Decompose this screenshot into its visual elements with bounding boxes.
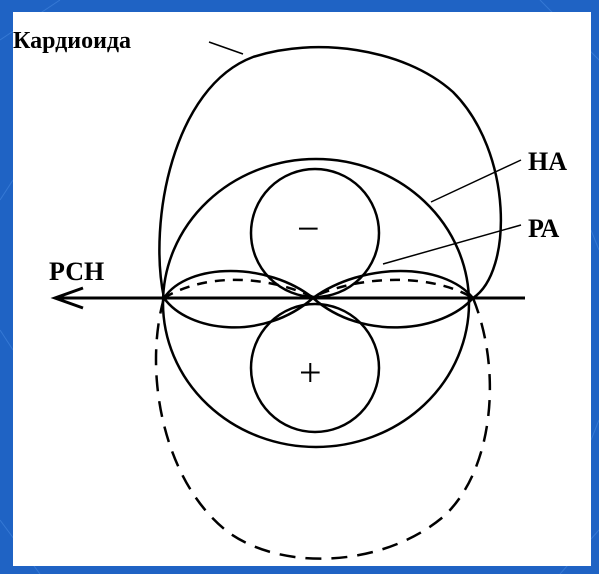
dashed-lower-circle (154, 297, 492, 560)
rsn-label: РСН (49, 257, 104, 286)
antenna-pattern-diagram: Кардиоида НА РА РСН − + (13, 28, 567, 560)
cardioid-label: Кардиоида (13, 28, 131, 54)
cardioid-leader (208, 41, 244, 55)
rsn-arrowhead (50, 286, 84, 310)
na-leader (430, 159, 522, 203)
dashed-axis-arcs (163, 278, 474, 300)
ra-leader (382, 224, 522, 265)
plus-lobe-circle (249, 302, 381, 434)
na-label: НА (528, 147, 567, 176)
cardioid-curve (158, 45, 503, 300)
plus-sign: + (299, 350, 322, 395)
minus-sign: − (297, 206, 320, 251)
diagram-canvas: Кардиоида НА РА РСН − + (13, 12, 591, 566)
ra-label: РА (528, 214, 560, 243)
